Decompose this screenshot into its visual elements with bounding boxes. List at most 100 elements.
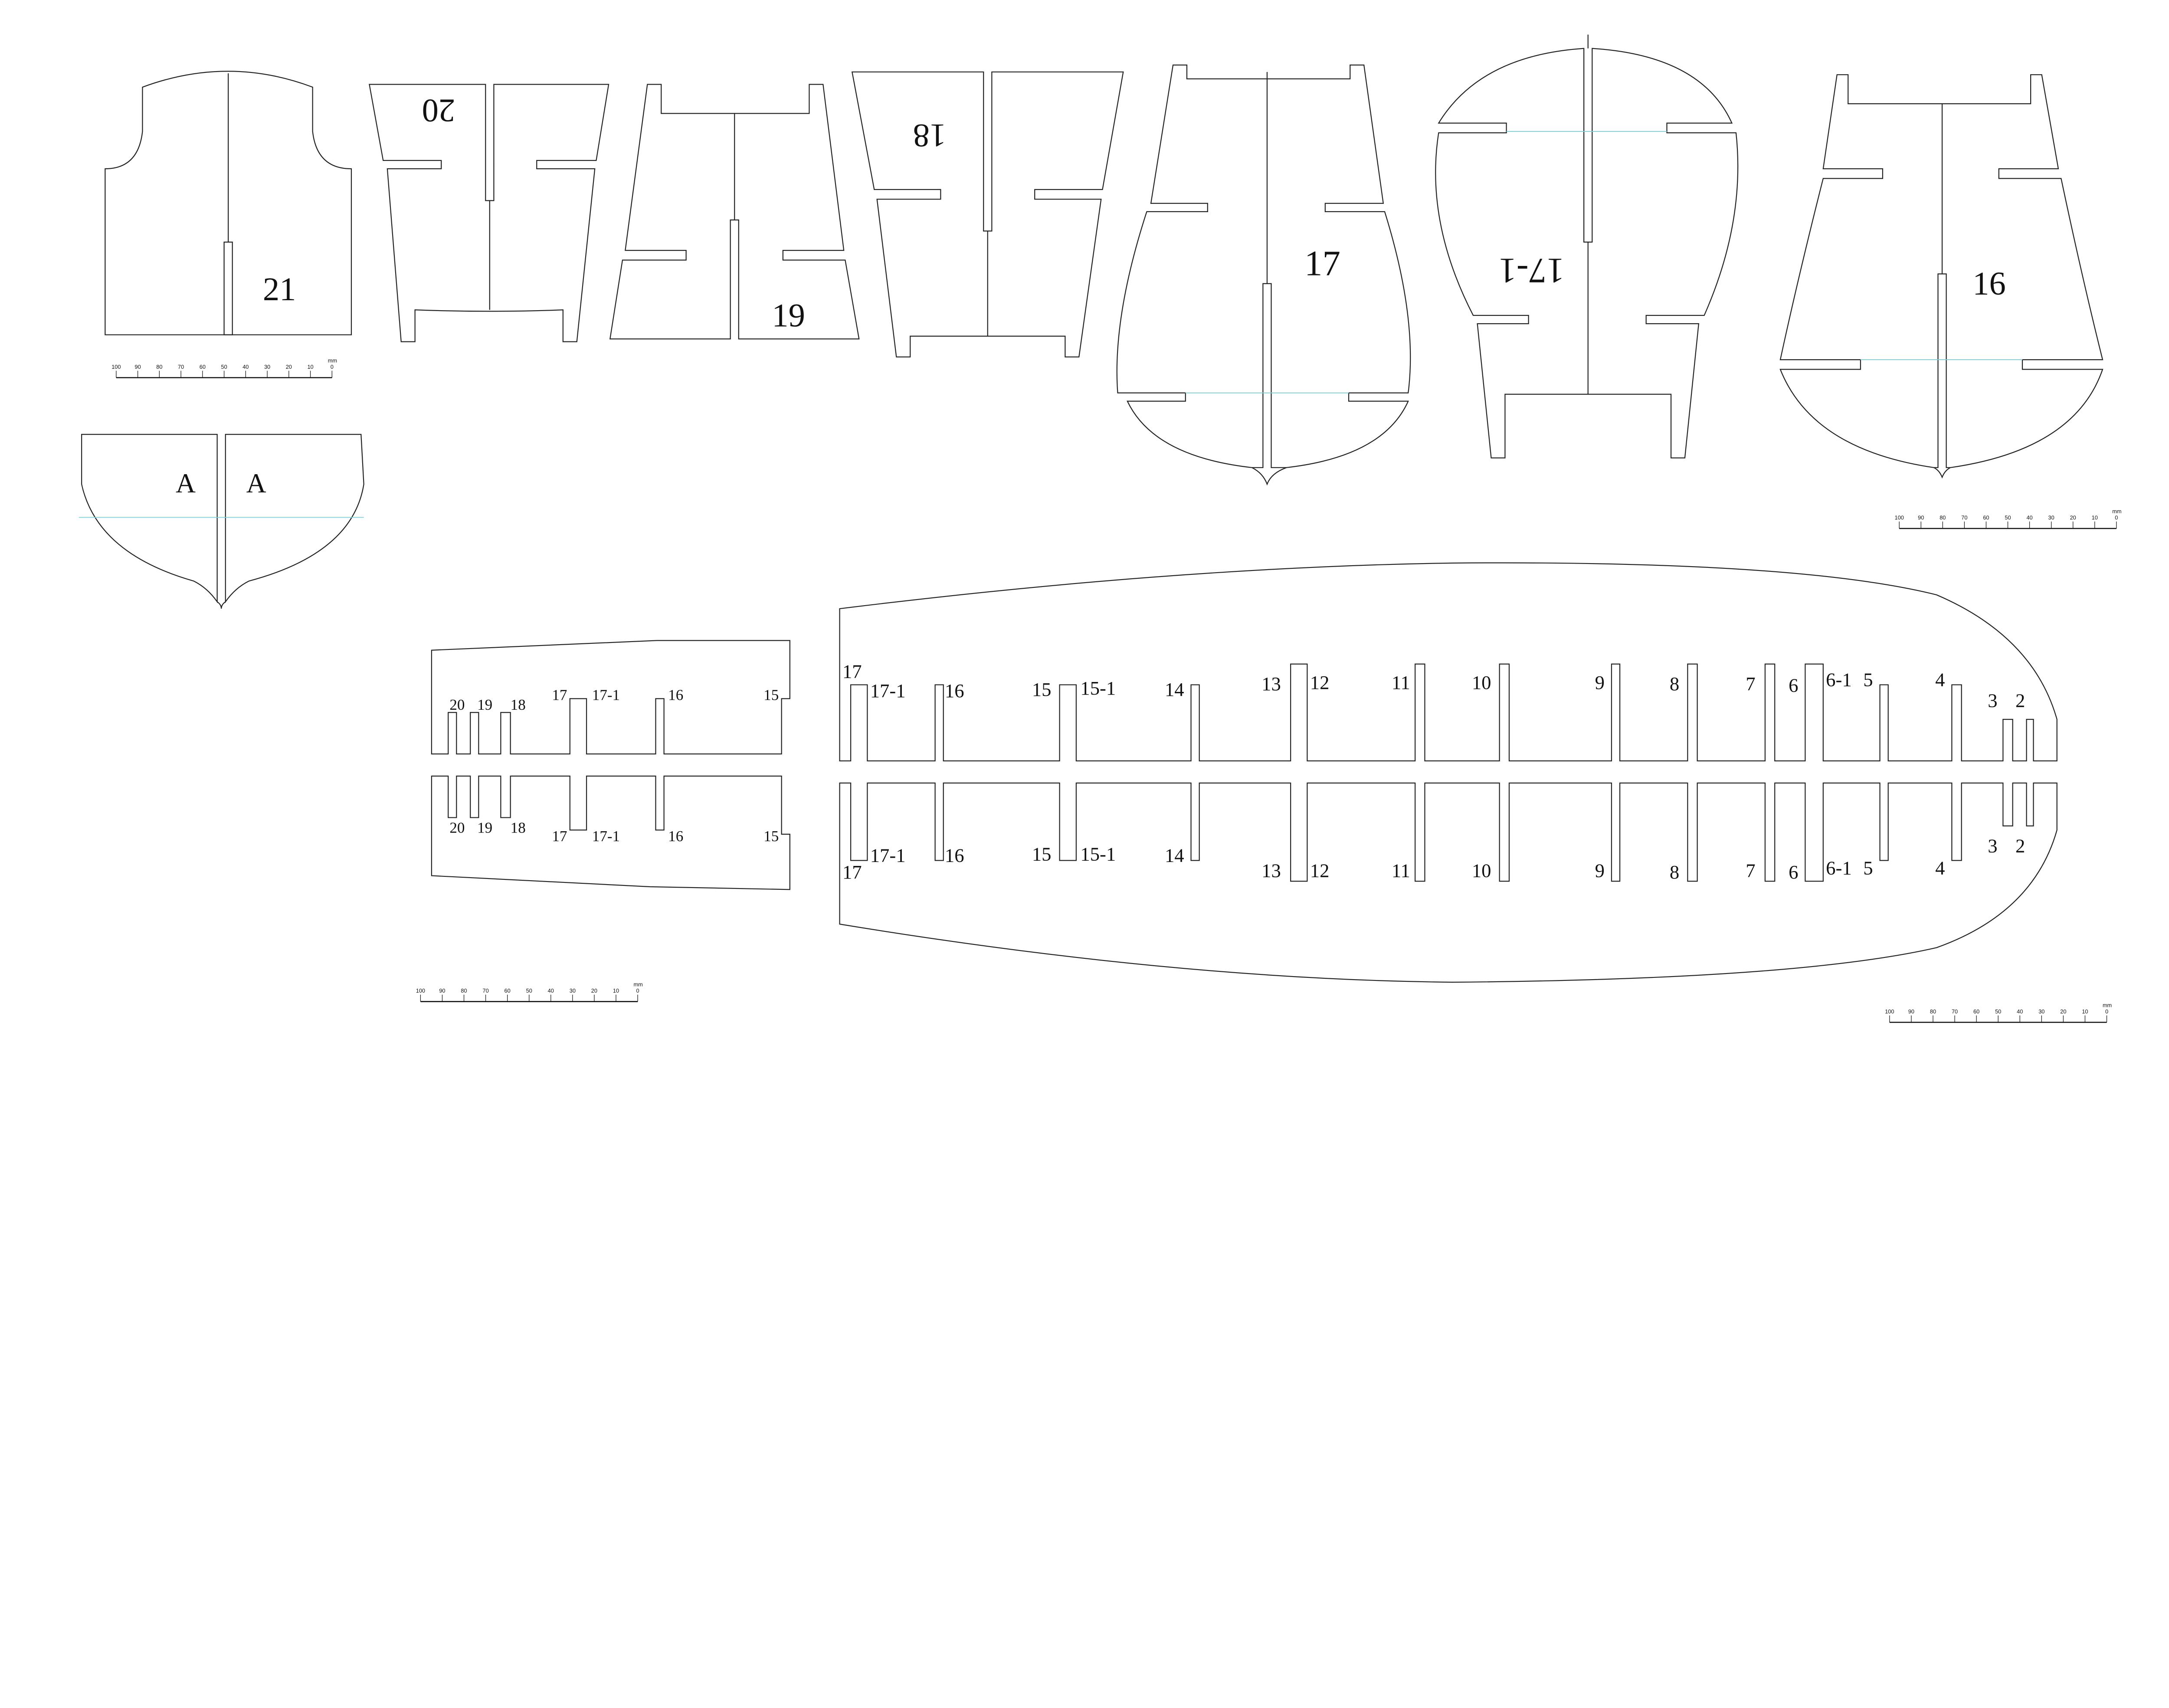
keel-station-label: 18 <box>511 820 526 836</box>
scale-tick-label: 30 <box>2038 1008 2044 1015</box>
keel-station-label: 6 <box>1789 861 1798 883</box>
scale-tick-label: 70 <box>482 987 488 994</box>
keel-station-label: 10 <box>1472 860 1491 882</box>
small-keel-lower <box>431 775 790 890</box>
keel-station-label: 9 <box>1595 860 1605 882</box>
main-keel-lower <box>839 782 2058 983</box>
keel-station-label: 13 <box>1261 860 1281 882</box>
scale-tick-label: 20 <box>286 364 292 370</box>
scale-tick-label: 70 <box>1952 1008 1958 1015</box>
scale-tick-label: 90 <box>135 364 141 370</box>
keel-station-label: 7 <box>1746 860 1755 882</box>
frame-17-1: 17-1 <box>1435 34 1739 459</box>
keel-station-label: 15 <box>1032 679 1052 700</box>
keel-station-label: 4 <box>1935 669 1945 691</box>
scale-tick-label: 40 <box>2017 1008 2023 1015</box>
keel-station-label: 13 <box>1261 673 1281 695</box>
scale-unit-label: mm <box>328 357 337 364</box>
keel-station-label: 8 <box>1670 673 1679 695</box>
keel-station-label: 19 <box>477 820 492 836</box>
scale-tick-label: 50 <box>221 364 227 370</box>
small-keel-upper <box>431 640 790 754</box>
scale-tick-label: 90 <box>1908 1008 1914 1015</box>
scale-tick-label: 90 <box>1918 514 1924 521</box>
scale-tick-label: 60 <box>1983 514 1989 521</box>
scale-tick-label: 10 <box>2082 1008 2088 1015</box>
scale-tick-label: 30 <box>570 987 576 994</box>
keel-station-label: 20 <box>449 696 465 713</box>
keel-station-label: 5 <box>1863 669 1873 691</box>
scale-tick-label: 30 <box>2048 514 2054 521</box>
keel-station-label: 17 <box>552 687 567 704</box>
keel-station-label: 15 <box>763 828 779 845</box>
scale-tick-label: 50 <box>2005 514 2011 521</box>
keel-station-label: 16 <box>945 845 964 866</box>
keel-station-label: 5 <box>1863 857 1873 879</box>
keel-station-label: 10 <box>1472 672 1491 693</box>
scale-tick-label: 100 <box>111 364 121 370</box>
scale-tick-label: 100 <box>416 987 425 994</box>
scale-tick-label: 60 <box>505 987 511 994</box>
keel-station-label: 15 <box>763 687 779 704</box>
scale-tick-label: 50 <box>1995 1008 2001 1015</box>
frame-label: 18 <box>913 117 947 154</box>
frame-16: 16 <box>1779 74 2103 479</box>
keel-station-label: 17-1 <box>592 687 620 704</box>
keel-station-label: 12 <box>1310 672 1330 693</box>
scale-tick-label: 30 <box>264 364 270 370</box>
keel-station-label: 12 <box>1310 860 1330 882</box>
frame-label: A <box>246 468 266 498</box>
scale-tick-label: 60 <box>200 364 206 370</box>
frame-label: A <box>176 468 196 498</box>
frame-20: 20 <box>369 84 609 342</box>
keel-station-label: 16 <box>668 828 683 845</box>
scale-tick-label: 80 <box>156 364 162 370</box>
scale-tick-label: 40 <box>242 364 249 370</box>
scale-unit-label: mm <box>2103 1002 2112 1008</box>
scale-unit-label: mm <box>633 981 642 988</box>
keel-station-label: 6 <box>1789 674 1798 696</box>
keel-station-label: 3 <box>1988 689 1997 711</box>
keel-station-label: 17-1 <box>592 828 620 845</box>
keel-station-label: 18 <box>511 696 526 713</box>
scale-tick-label: 10 <box>613 987 619 994</box>
frame-label: 21 <box>263 271 296 308</box>
keel-station-label: 2 <box>2015 835 2025 856</box>
scale-tick-label: 20 <box>591 987 597 994</box>
scale-tick-label: 0 <box>2115 514 2118 521</box>
scale-tick-label: 40 <box>2026 514 2032 521</box>
keel-station-label: 4 <box>1935 857 1945 879</box>
keel-station-label: 11 <box>1392 860 1410 882</box>
scale-tick-label: 90 <box>439 987 445 994</box>
scale-tick-label: 100 <box>1885 1008 1894 1015</box>
main-keel-upper <box>839 562 2058 761</box>
frame-a: A A <box>79 434 364 609</box>
scale-tick-label: 0 <box>2105 1008 2108 1015</box>
keel-station-label: 16 <box>945 680 964 702</box>
keel-station-label: 2 <box>2015 689 2025 711</box>
keel-station-label: 17 <box>842 861 862 883</box>
frame-19: 19 <box>609 84 860 340</box>
keel-station-label: 15-1 <box>1080 843 1116 865</box>
scale-tick-label: 20 <box>2060 1008 2066 1015</box>
scale-tick-label: 50 <box>526 987 532 994</box>
keel-station-label: 17 <box>552 828 567 845</box>
keel-station-label: 3 <box>1988 835 1997 856</box>
frame-17: 17 <box>1116 64 1411 486</box>
frame-label: 17-1 <box>1499 251 1565 291</box>
keel-station-label: 14 <box>1165 679 1184 700</box>
frame-label: 16 <box>1972 265 2006 302</box>
scale-tick-label: 80 <box>461 987 467 994</box>
keel-station-label: 17 <box>842 661 862 682</box>
keel-station-label: 6-1 <box>1826 857 1852 879</box>
scale-tick-label: 10 <box>307 364 313 370</box>
scale-tick-label: 10 <box>2092 514 2098 521</box>
scale-tick-label: 80 <box>1930 1008 1936 1015</box>
keel-station-label: 17-1 <box>870 845 906 866</box>
ship-frame-template-sheet: 21 20 19 18 17 17-1 16 <box>79 34 2122 1023</box>
